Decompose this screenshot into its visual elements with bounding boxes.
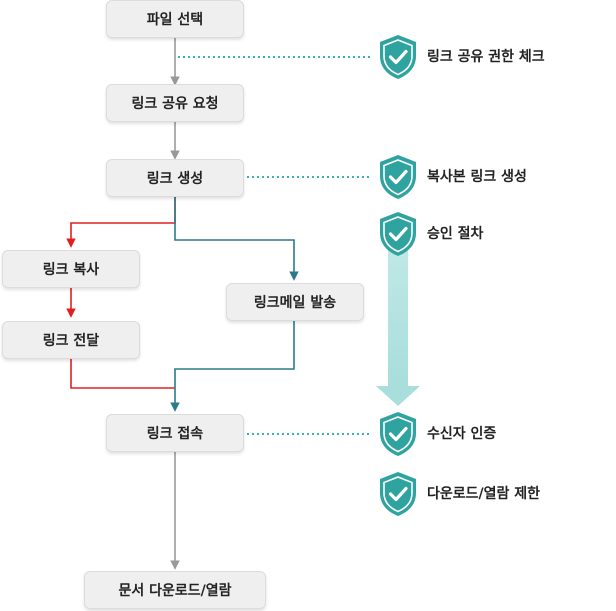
box-access-link: 링크 접속 [106, 414, 244, 452]
box-create-link: 링크 생성 [106, 159, 244, 197]
arrow-deliver-to-access [70, 359, 175, 389]
box-download-view: 문서 다운로드/열람 [84, 571, 266, 609]
label-recipient-auth: 수신자 인증 [427, 426, 497, 442]
box-deliver-link: 링크 전달 [2, 321, 140, 359]
arrow-mail-to-access [170, 321, 295, 412]
shield-check-icon [380, 35, 416, 79]
shield-check-icon [380, 412, 416, 456]
box-select-file: 파일 선택 [106, 0, 244, 38]
box-request-share: 링크 공유 요청 [106, 84, 244, 122]
approval-arrow-head [376, 386, 420, 406]
arrow-create-to-mail [174, 197, 299, 281]
box-send-link-mail: 링크메일 발송 [226, 283, 364, 321]
label-approval-process: 승인 절차 [427, 226, 484, 242]
arrow-create-to-copy [66, 197, 176, 248]
box-copy-link: 링크 복사 [2, 250, 140, 288]
shield-check-icon [380, 155, 416, 199]
label-copy-link-creation: 복사본 링크 생성 [427, 169, 527, 185]
label-share-permission-check: 링크 공유 권한 체크 [427, 49, 545, 65]
shield-check-icon [380, 212, 416, 256]
shield-check-icon [380, 472, 416, 516]
approval-arrow-shaft [388, 250, 408, 386]
label-download-view-limit: 다운로드/열람 제한 [427, 486, 541, 502]
